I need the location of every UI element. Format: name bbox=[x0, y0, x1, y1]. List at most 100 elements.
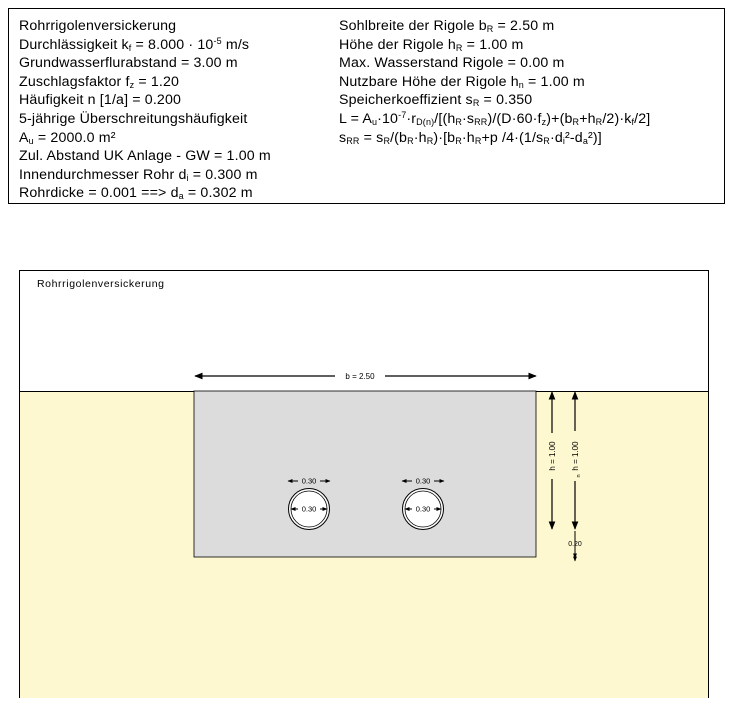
param-pipe-thickness: Rohrdicke = 0.001 ==> da = 0.302 m bbox=[19, 184, 271, 203]
param-groundwater-depth: Grundwasserflurabstand = 3.00 m bbox=[19, 55, 238, 72]
param-event: 5-jährige Überschreitungshäufigkeit bbox=[19, 110, 248, 127]
formula-sub: R bbox=[426, 135, 434, 146]
pipe-inner-label: 0.30 bbox=[416, 505, 431, 514]
usable-height-subscript: n bbox=[576, 474, 582, 477]
formula-part: )·[b bbox=[433, 129, 456, 146]
param-value: = 1.00 m bbox=[523, 73, 585, 90]
formula-part: )/(D·60·f bbox=[487, 110, 542, 127]
param-subscript: u bbox=[28, 135, 34, 146]
param-value: = 8.000 · 10 bbox=[131, 36, 214, 53]
param-subscript: f bbox=[128, 42, 132, 53]
param-trench-width: Sohlbreite der Rigole bR = 2.50 m bbox=[339, 17, 650, 36]
formula-part: )+(b bbox=[546, 110, 573, 127]
trench-drawing: b = 2.50 h = 1.00 h = 1.00n 0.20 0.30 0.… bbox=[193, 371, 582, 562]
formula-part: /(b bbox=[390, 129, 408, 146]
formula-sub: RR bbox=[474, 116, 488, 127]
param-inner-diameter: Innendurchmesser Rohr di = 0.300 m bbox=[19, 166, 271, 185]
usable-height-text: h = 1.00 bbox=[571, 441, 580, 471]
formula-sub: f bbox=[631, 116, 635, 127]
param-subscript: R bbox=[486, 24, 494, 34]
param-value: = 1.20 bbox=[134, 73, 180, 90]
formula-part: ²-d bbox=[565, 129, 583, 146]
param-subscript: z bbox=[129, 79, 135, 90]
param-label: Höhe der Rigole h bbox=[339, 36, 456, 53]
param-subscript: R bbox=[472, 98, 480, 109]
param-value: = 1.00 m bbox=[462, 36, 524, 53]
formula-sub: D(n) bbox=[416, 116, 435, 127]
height-label-bg bbox=[547, 433, 557, 479]
param-area: Au = 2000.0 m² bbox=[19, 129, 271, 148]
formula-sub: u bbox=[371, 116, 378, 127]
param-subscript: i bbox=[186, 172, 189, 183]
pipe-inner-label-bg bbox=[298, 504, 320, 513]
param-subscript: a bbox=[178, 191, 184, 202]
usable-height-dimension-label: h = 1.00 n bbox=[571, 441, 582, 478]
formula-sub: R bbox=[543, 135, 550, 146]
param-value: = 0.350 bbox=[479, 92, 533, 109]
usable-height-label-bg bbox=[570, 431, 580, 481]
width-label-bg bbox=[335, 371, 385, 381]
formula-part: ·h bbox=[413, 129, 427, 146]
param-value: = 0.300 m bbox=[188, 166, 258, 183]
formula-sub: R bbox=[455, 116, 463, 127]
param-label: Sohlbreite der Rigole b bbox=[339, 18, 487, 34]
param-usable-height: Nutzbare Höhe der Rigole hn = 1.00 m bbox=[339, 73, 650, 92]
param-trench-height: Höhe der Rigole hR = 1.00 m bbox=[339, 36, 650, 55]
formula-part: /[(h bbox=[434, 110, 456, 127]
param-frequency: Häufigkeit n [1/a] = 0.200 bbox=[19, 92, 182, 109]
param-subscript: R bbox=[455, 42, 463, 53]
param-value: = 0.302 m bbox=[183, 185, 253, 202]
param-gw-distance: Zul. Abstand UK Anlage - GW = 1.00 m bbox=[19, 148, 271, 165]
parameter-column-left: Rohrrigolenversickerung Durchlässigkeit … bbox=[19, 17, 271, 203]
param-label: Innendurchmesser Rohr d bbox=[19, 166, 187, 183]
param-value: = 2.50 m bbox=[493, 18, 555, 34]
formula-sub: R bbox=[474, 135, 482, 146]
param-permeability: Durchlässigkeit kf = 8.000 · 10-5 m/s bbox=[19, 36, 271, 55]
param-label: Speicherkoeffizient s bbox=[339, 92, 473, 109]
height-dimension-label: h = 1.00 bbox=[548, 441, 557, 471]
bottom-dimension-label: 0.20 bbox=[568, 541, 582, 548]
pipe-outer-label: 0.30 bbox=[416, 477, 431, 486]
formula-part: = s bbox=[359, 129, 384, 146]
formula-sup: -7 bbox=[398, 109, 407, 120]
cross-section-diagram: Rohrrigolenversickerung b = 2.50 h = 1.0… bbox=[19, 270, 709, 698]
formula-length: L = Au·10-7·rD(n)/[(hR·sRR)/(D·60·fz)+(b… bbox=[339, 110, 650, 129]
pipe-outer-label: 0.30 bbox=[302, 477, 317, 486]
param-label: Zuschlagsfaktor f bbox=[19, 73, 130, 90]
trench-body bbox=[193, 390, 537, 558]
param-label: Rohrdicke = 0.001 ==> d bbox=[19, 185, 179, 202]
param-storage-coefficient: Speicherkoeffizient sR = 0.350 bbox=[339, 91, 650, 110]
param-label: Nutzbare Höhe der Rigole h bbox=[339, 73, 519, 90]
diagram-title: Rohrrigolenversickerung bbox=[37, 278, 165, 290]
pipe-left: 0.30 0.30 bbox=[287, 476, 331, 530]
param-title: Rohrrigolenversickerung bbox=[19, 18, 177, 34]
formula-part: /2] bbox=[634, 110, 651, 127]
parameter-column-right: Sohlbreite der Rigole bR = 2.50 m Höhe d… bbox=[339, 17, 650, 147]
param-label: A bbox=[19, 129, 29, 146]
param-safety-factor: Zuschlagsfaktor fz = 1.20 bbox=[19, 73, 271, 92]
pipe-inner-label: 0.30 bbox=[302, 505, 317, 514]
param-max-water-level: Max. Wasserstand Rigole = 0.00 m bbox=[339, 55, 565, 72]
formula-sub: R bbox=[595, 116, 603, 127]
param-label: Durchlässigkeit k bbox=[19, 36, 129, 53]
formula-part: ·10 bbox=[377, 110, 399, 127]
formula-sub: R bbox=[407, 135, 414, 146]
formula-part: ·s bbox=[462, 110, 475, 127]
formula-sub: a bbox=[582, 135, 588, 146]
formula-part: /2)·k bbox=[602, 110, 632, 127]
formula-sub: z bbox=[541, 116, 547, 127]
param-unit: m/s bbox=[221, 36, 250, 53]
param-subscript: n bbox=[518, 79, 524, 90]
param-exponent: -5 bbox=[213, 35, 222, 46]
formula-part: +h bbox=[579, 110, 596, 127]
pipe-outer-label-bg bbox=[298, 476, 320, 485]
pipe-inner-label-bg bbox=[412, 504, 434, 513]
formula-sub: R bbox=[572, 116, 580, 127]
formula-part: s bbox=[339, 129, 347, 146]
formula-part: ²)] bbox=[587, 129, 602, 146]
formula-part: ·r bbox=[406, 110, 417, 127]
formula-sub: RR bbox=[346, 135, 360, 146]
formula-sub: R bbox=[383, 135, 391, 146]
parameter-box: Rohrrigolenversickerung Durchlässigkeit … bbox=[8, 8, 725, 204]
formula-part: +p /4·(1/s bbox=[481, 129, 544, 146]
